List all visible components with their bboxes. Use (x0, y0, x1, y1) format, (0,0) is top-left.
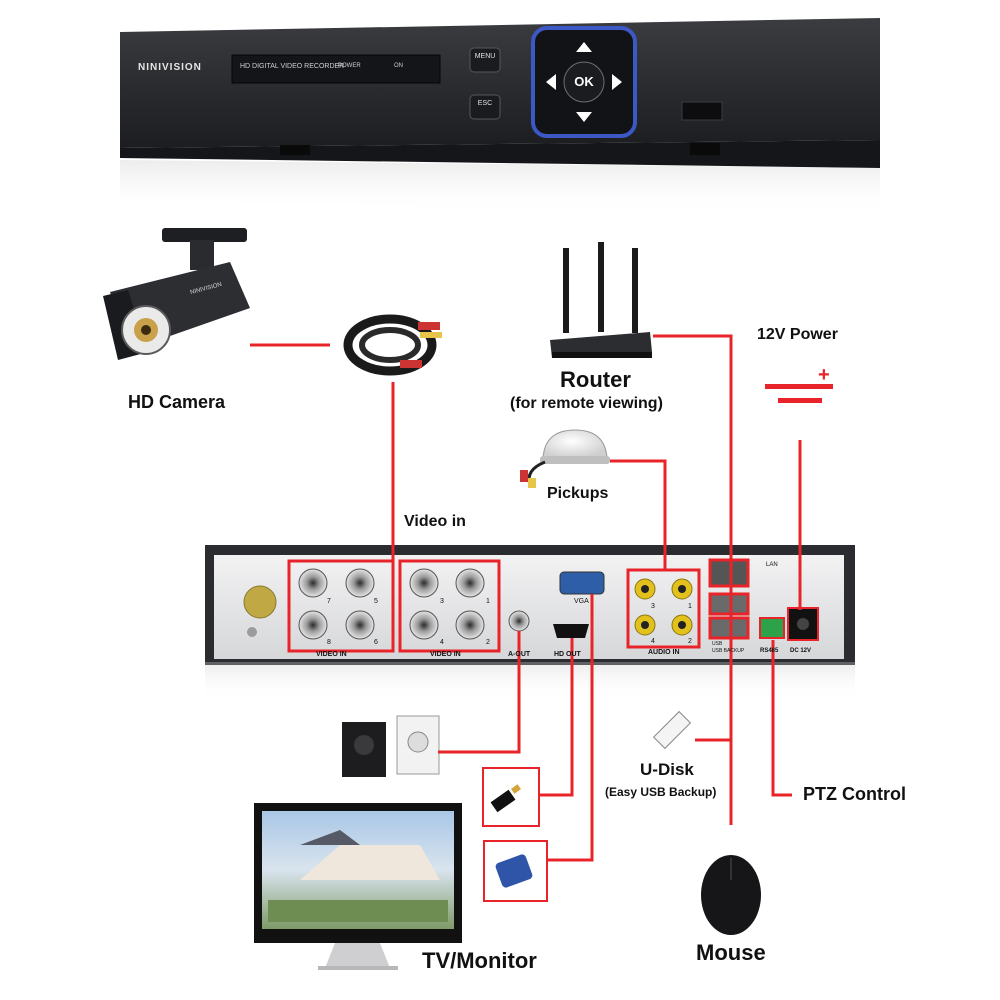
audio-number: 4 (651, 638, 655, 645)
bnc-number: 8 (327, 639, 331, 646)
dvr-brand-logo: NINIVISION (138, 62, 202, 73)
video-in-port-label: VIDEO IN (430, 651, 461, 658)
pickups-label: Pickups (547, 485, 609, 502)
dc-12v-label: DC 12V (790, 648, 812, 654)
vga-port-label: VGA (574, 598, 589, 605)
tv-monitor-image (254, 803, 462, 970)
bnc-number: 3 (440, 598, 444, 605)
hd-camera-label: HD Camera (128, 392, 226, 412)
u-disk-label: U-Disk (640, 760, 694, 779)
router-sublabel: (for remote viewing) (510, 395, 663, 412)
audio-number: 1 (688, 603, 692, 610)
router-image (550, 242, 652, 358)
usb-stick-image (652, 710, 692, 750)
u-disk-sublabel: (Easy USB Backup) (605, 785, 717, 799)
bnc-number: 4 (440, 639, 444, 646)
lan-label: LAN (766, 562, 778, 568)
video-cable-image (343, 314, 442, 376)
dvr-display-text: HD DIGITAL VIDEO RECORDER (240, 63, 345, 70)
hdmi-cable-image (482, 767, 540, 827)
connection-wires (250, 334, 802, 862)
video-in-port-label: VIDEO IN (316, 651, 347, 658)
ok-button[interactable]: OK (574, 74, 594, 89)
dvr-front-unit (120, 18, 880, 215)
hd-camera-image (103, 228, 250, 360)
bnc-number: 6 (374, 639, 378, 646)
rs485-label: RS485 (760, 648, 779, 654)
vga-cable-image (483, 840, 548, 902)
audio-in-label: AUDIO IN (648, 649, 680, 656)
router-label: Router (560, 367, 631, 392)
mouse-label: Mouse (696, 940, 766, 965)
audio-number: 3 (651, 603, 655, 610)
bnc-number: 1 (486, 598, 490, 605)
audio-number: 2 (688, 638, 692, 645)
ptz-control-label: PTZ Control (803, 784, 906, 804)
dvr-power-label: POWER (338, 63, 361, 69)
dvr-on-label: ON (394, 63, 403, 69)
a-out-label: A-OUT (508, 651, 531, 658)
menu-button[interactable]: MENU (474, 53, 496, 60)
bnc-number: 7 (327, 598, 331, 605)
usb-label: USB (712, 641, 723, 647)
pickup-microphone-image (520, 429, 610, 488)
video-in-label: Video in (404, 513, 466, 530)
esc-button[interactable]: ESC (477, 100, 493, 107)
dvr-rear-panel (205, 545, 855, 702)
power-label: 12V Power (757, 326, 838, 343)
bnc-number: 5 (374, 598, 378, 605)
usb-backup-label: USB BACKUP (712, 648, 745, 654)
bnc-number: 2 (486, 639, 490, 646)
power-symbol: + (765, 364, 833, 403)
tv-monitor-label: TV/Monitor (422, 948, 537, 973)
svg-text:+: + (818, 364, 830, 386)
mouse-image (701, 855, 761, 935)
speakers-image (342, 715, 440, 777)
hd-out-label: HD OUT (554, 651, 581, 658)
